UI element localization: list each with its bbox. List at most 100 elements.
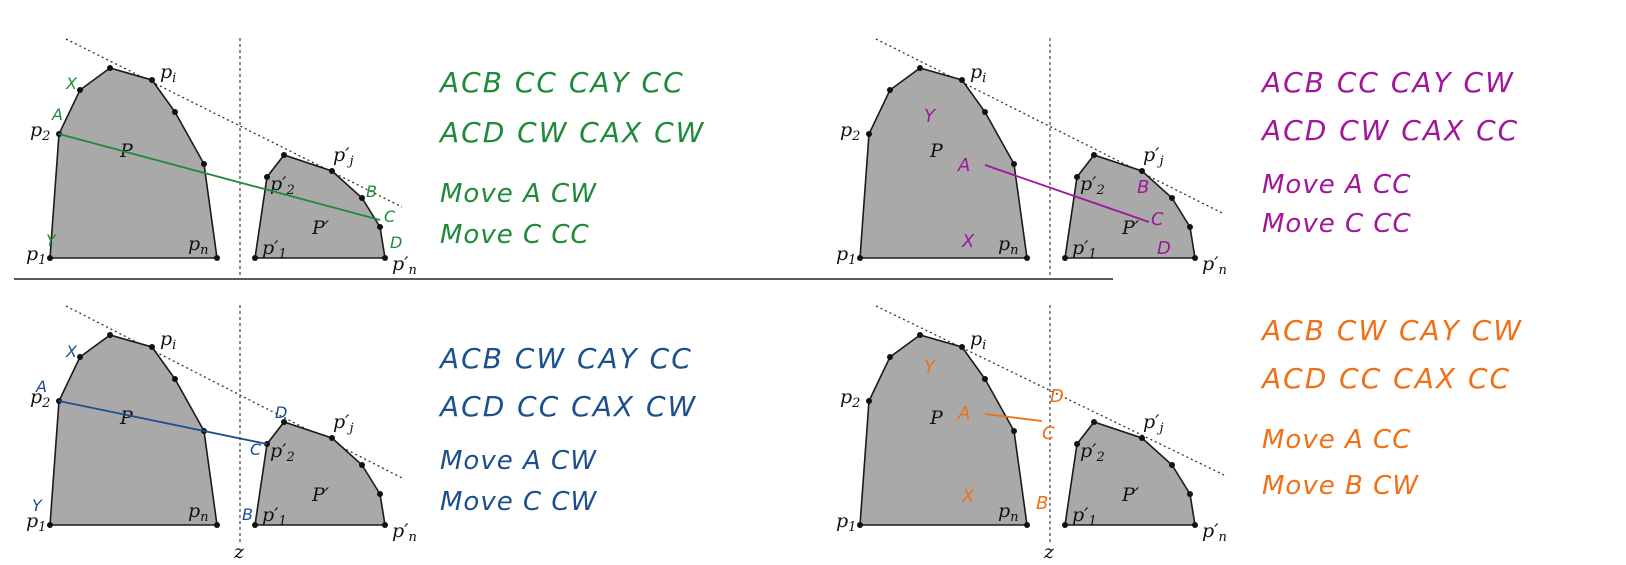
note-line-4: Move B CW [1262, 471, 1419, 501]
label-ppj: p′j [333, 411, 354, 436]
mark-C: C [1151, 209, 1164, 230]
mark-X: X [65, 74, 78, 93]
label-p1: p1 [26, 510, 46, 535]
note-line-4: Move C CC [440, 220, 590, 250]
note-line-3: Move A CW [440, 179, 597, 209]
mark-A: A [51, 105, 63, 124]
label-pi: pi [970, 328, 986, 353]
orange-notes: ACB CW CAY CW ACD CC CAX CC Move A CC Mo… [1260, 314, 1523, 501]
label-pi: pi [970, 61, 986, 86]
purple-notes: ACB CC CAY CW ACD CW CAX CC Move A CC Mo… [1260, 66, 1519, 239]
green-annotations: A X Y B C D [46, 74, 402, 252]
mark-A: A [35, 377, 47, 396]
label-pp2: p′2 [1080, 173, 1105, 198]
note-line-1: ACB CC CAY CC [438, 66, 685, 99]
label-pi: pi [160, 61, 176, 86]
label-pp1: p′1 [1072, 504, 1097, 529]
label-p2: p2 [840, 386, 860, 411]
label-p1: p1 [836, 510, 856, 535]
blue-bridge-line [58, 400, 268, 445]
label-ppn: p′n [392, 520, 417, 545]
label-pp1: p′1 [262, 504, 287, 529]
orange-bridge-line [984, 413, 1043, 422]
note-line-2: ACD CC CAX CW [438, 390, 697, 423]
note-line-3: Move A CC [1262, 170, 1411, 200]
panel-top-right: P P′ p1 p2 pi pn p′1 p′2 p′j p′n A X Y B… [836, 38, 1519, 278]
label-P-prime: P′ [311, 217, 330, 239]
blue-notes: ACB CW CAY CC ACD CC CAX CW Move A CW Mo… [438, 342, 697, 517]
label-ppj: p′j [1143, 411, 1164, 436]
mark-Y: Y [924, 357, 937, 378]
purple-annotations: A X Y B C D [924, 106, 1171, 259]
orange-annotations: A X Y B C D [924, 357, 1064, 514]
mark-X: X [65, 342, 78, 361]
label-p2: p2 [840, 119, 860, 144]
blue-annotations: A X Y B C D [32, 342, 287, 524]
green-bridge-line [58, 133, 381, 221]
mark-B: B [242, 505, 253, 524]
label-P-prime: P′ [311, 484, 330, 506]
mark-D: D [390, 233, 402, 252]
mark-Y: Y [924, 106, 937, 127]
label-pi: pi [160, 328, 176, 353]
label-pn: pn [998, 233, 1019, 258]
label-ppn: p′n [392, 253, 417, 278]
panel-bottom-right: P P′ p1 p2 pi pn p′1 p′2 p′j p′n A X Y B… [836, 305, 1523, 563]
mark-B: B [1137, 177, 1149, 198]
panel-bottom-left: P P′ p1 p2 pi pn p′1 p′2 p′j p′n A X Y B… [26, 305, 697, 563]
label-ppn: p′n [1202, 520, 1227, 545]
note-line-1: ACB CC CAY CW [1260, 66, 1515, 99]
label-p2: p2 [30, 386, 50, 411]
label-P: P [119, 140, 134, 162]
label-P: P [119, 407, 134, 429]
note-line-1: ACB CW CAY CC [438, 342, 693, 375]
label-ppj: p′j [1143, 144, 1164, 169]
note-line-1: ACB CW CAY CW [1260, 314, 1523, 347]
mark-X: X [961, 231, 975, 252]
label-P-prime: P′ [1121, 484, 1140, 506]
mark-B: B [366, 182, 377, 201]
mark-C: C [384, 207, 396, 226]
note-line-3: Move A CC [1262, 425, 1411, 455]
label-pp1: p′1 [262, 237, 287, 262]
mark-C: C [250, 440, 262, 459]
label-P: P [929, 407, 944, 429]
note-line-3: Move A CW [440, 446, 597, 476]
panel-labels: P P′ p1 p2 pi pn p′1 p′2 p′j p′n [26, 61, 417, 278]
label-pp1: p′1 [1072, 237, 1097, 262]
note-line-2: ACD CC CAX CC [1260, 362, 1511, 395]
note-line-2: ACD CW CAX CC [1260, 114, 1519, 147]
panel-top-left: P P′ p1 p2 pi pn p′1 p′2 p′j p′n A X Y B… [26, 37, 705, 279]
label-pp2: p′2 [270, 440, 295, 465]
label-pp2: p′2 [270, 173, 295, 198]
label-p1: p1 [836, 243, 856, 268]
label-p1: p1 [26, 243, 46, 268]
label-p2: p2 [30, 119, 50, 144]
label-z: z [1043, 541, 1055, 563]
label-ppn: p′n [1202, 253, 1227, 278]
mark-B: B [1036, 493, 1048, 514]
green-notes: ACB CC CAY CC ACD CW CAX CW Move A CW Mo… [438, 66, 705, 250]
mark-X: X [961, 486, 975, 507]
mark-A: A [957, 155, 970, 176]
mark-D: D [275, 403, 287, 422]
note-line-2: ACD CW CAX CW [438, 116, 705, 149]
label-P-prime: P′ [1121, 217, 1140, 239]
label-ppj: p′j [333, 144, 354, 169]
label-pn: pn [188, 233, 209, 258]
mark-Y: Y [32, 496, 43, 515]
mark-A: A [957, 403, 970, 424]
mark-Y: Y [46, 231, 57, 250]
note-line-4: Move C CW [440, 487, 598, 517]
label-pn: pn [188, 500, 209, 525]
note-line-4: Move C CC [1262, 209, 1412, 239]
label-pn: pn [998, 500, 1019, 525]
label-z: z [233, 541, 245, 563]
label-P: P [929, 140, 944, 162]
mark-D: D [1050, 386, 1064, 407]
mark-C: C [1042, 423, 1055, 444]
label-pp2: p′2 [1080, 440, 1105, 465]
purple-bridge-line [984, 164, 1150, 223]
mark-D: D [1157, 238, 1171, 259]
